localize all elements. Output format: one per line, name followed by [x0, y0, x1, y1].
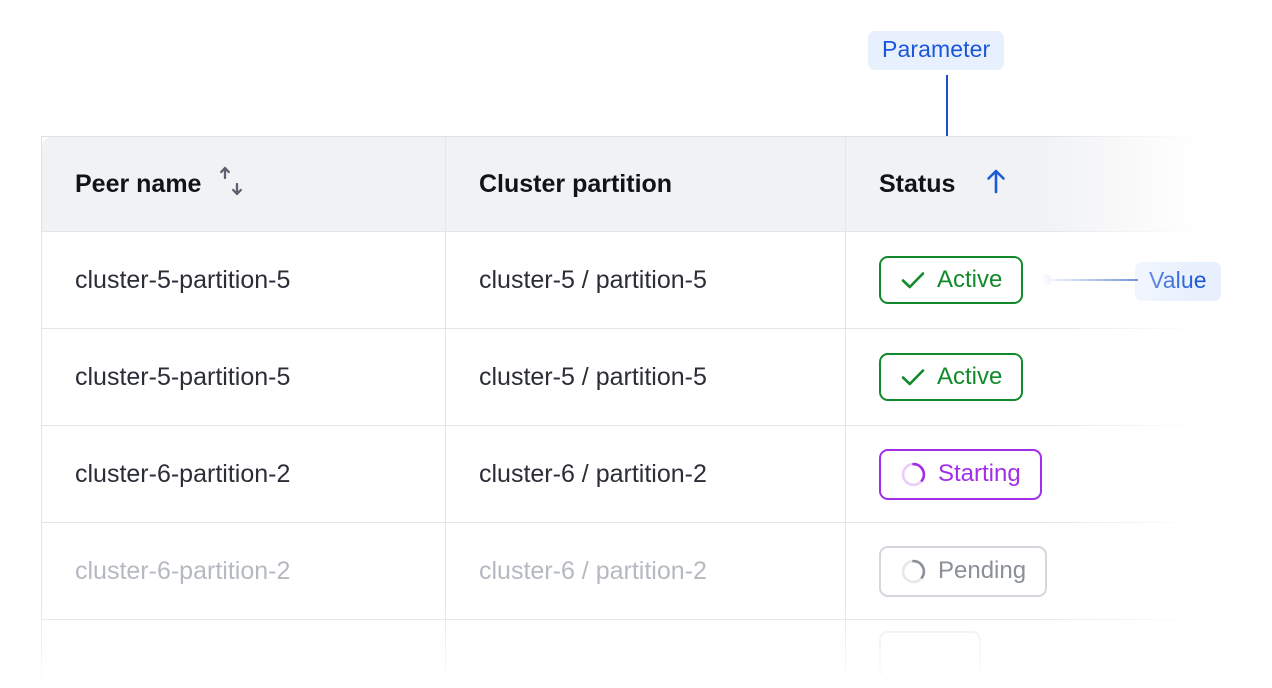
- cell-peer-name: [41, 619, 446, 688]
- cell-peer-name: cluster-6-partition-2: [41, 522, 446, 620]
- column-header-status[interactable]: Status: [845, 136, 1201, 232]
- status-badge-label: Active: [937, 266, 1003, 293]
- status-badge: Active: [879, 353, 1024, 401]
- table-row[interactable]: cluster-5-partition-5 cluster-5 / partit…: [41, 231, 1201, 329]
- cell-status: Starting: [845, 425, 1201, 523]
- cell-peer-name: cluster-6-partition-2: [41, 425, 446, 523]
- cell-cluster-partition: cluster-6 / partition-2: [445, 425, 846, 523]
- table-row[interactable]: [41, 619, 1201, 688]
- sort-both-icon[interactable]: [217, 164, 247, 205]
- status-badge: Starting: [879, 448, 1042, 500]
- cell-status: Pending: [845, 522, 1201, 620]
- table-header: Peer name Cluster partition: [41, 136, 1201, 232]
- column-header-peer-name[interactable]: Peer name: [41, 136, 446, 232]
- peers-table: Peer name Cluster partition: [41, 136, 1201, 688]
- cell-peer-name: cluster-5-partition-5: [41, 328, 446, 426]
- spinner-icon: [900, 558, 927, 585]
- arrow-up-icon[interactable]: [982, 166, 1010, 203]
- column-header-cluster-partition[interactable]: Cluster partition: [445, 136, 846, 232]
- table-row[interactable]: cluster-6-partition-2 cluster-6 / partit…: [41, 522, 1201, 620]
- cell-peer-name: cluster-5-partition-5: [41, 231, 446, 329]
- status-badge-label: [900, 643, 960, 667]
- cell-status: [845, 619, 1201, 688]
- annotation-parameter-badge: Parameter: [868, 31, 1005, 70]
- cell-cluster-partition: cluster-6 / partition-2: [445, 522, 846, 620]
- cell-cluster-partition: cluster-5 / partition-5: [445, 231, 846, 329]
- table-row[interactable]: cluster-6-partition-2 cluster-6 / partit…: [41, 425, 1201, 523]
- column-header-peer-name-label: Peer name: [75, 169, 202, 198]
- cell-cluster-partition: cluster-5 / partition-5: [445, 328, 846, 426]
- spinner-icon: [900, 461, 927, 488]
- table-body: cluster-5-partition-5 cluster-5 / partit…: [41, 231, 1201, 688]
- cell-status: Active: [845, 328, 1201, 426]
- status-badge-label: Starting: [938, 460, 1021, 487]
- column-header-status-label: Status: [879, 169, 956, 198]
- status-badge: [879, 631, 982, 679]
- check-icon: [900, 269, 926, 291]
- status-badge: Pending: [879, 545, 1048, 597]
- peers-table-container: Peer name Cluster partition: [41, 136, 1201, 688]
- status-badge-label: Pending: [938, 557, 1027, 584]
- status-badge: Active: [879, 256, 1024, 304]
- cell-status: Active: [845, 231, 1201, 329]
- status-badge-label: Active: [937, 363, 1003, 390]
- column-header-cluster-partition-label: Cluster partition: [479, 169, 673, 198]
- cell-cluster-partition: [445, 619, 846, 688]
- annotation-parameter-connector: [946, 75, 948, 155]
- check-icon: [900, 366, 926, 388]
- table-row[interactable]: cluster-5-partition-5 cluster-5 / partit…: [41, 328, 1201, 426]
- table-header-row: Peer name Cluster partition: [41, 136, 1201, 232]
